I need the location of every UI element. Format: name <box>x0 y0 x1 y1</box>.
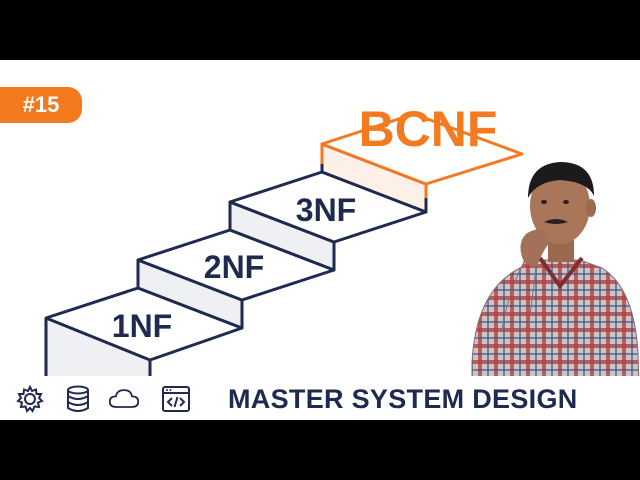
step-2nf-label: 2NF <box>204 249 264 285</box>
thumbnail-frame: #15 1NF 2NF 3NF <box>0 60 640 420</box>
cloud-icon <box>108 389 140 408</box>
gear-icon <box>16 384 44 413</box>
step-1nf-label: 1NF <box>112 308 172 344</box>
step-2nf: 2NF <box>136 228 336 302</box>
database-icon <box>67 385 89 412</box>
footer-title: MASTER SYSTEM DESIGN <box>228 384 578 414</box>
step-bcnf: BCNF <box>320 101 524 186</box>
normalization-staircase: 1NF 2NF 3NF BCNF <box>44 101 524 376</box>
step-3nf-label: 3NF <box>296 192 356 228</box>
step-bcnf-label: BCNF <box>359 101 498 157</box>
code-window-icon <box>162 386 190 412</box>
step-1nf: 1NF <box>44 286 244 376</box>
episode-badge: #15 <box>0 87 82 123</box>
episode-badge-label: #15 <box>22 92 60 117</box>
footer-bar: MASTER SYSTEM DESIGN <box>0 376 640 420</box>
